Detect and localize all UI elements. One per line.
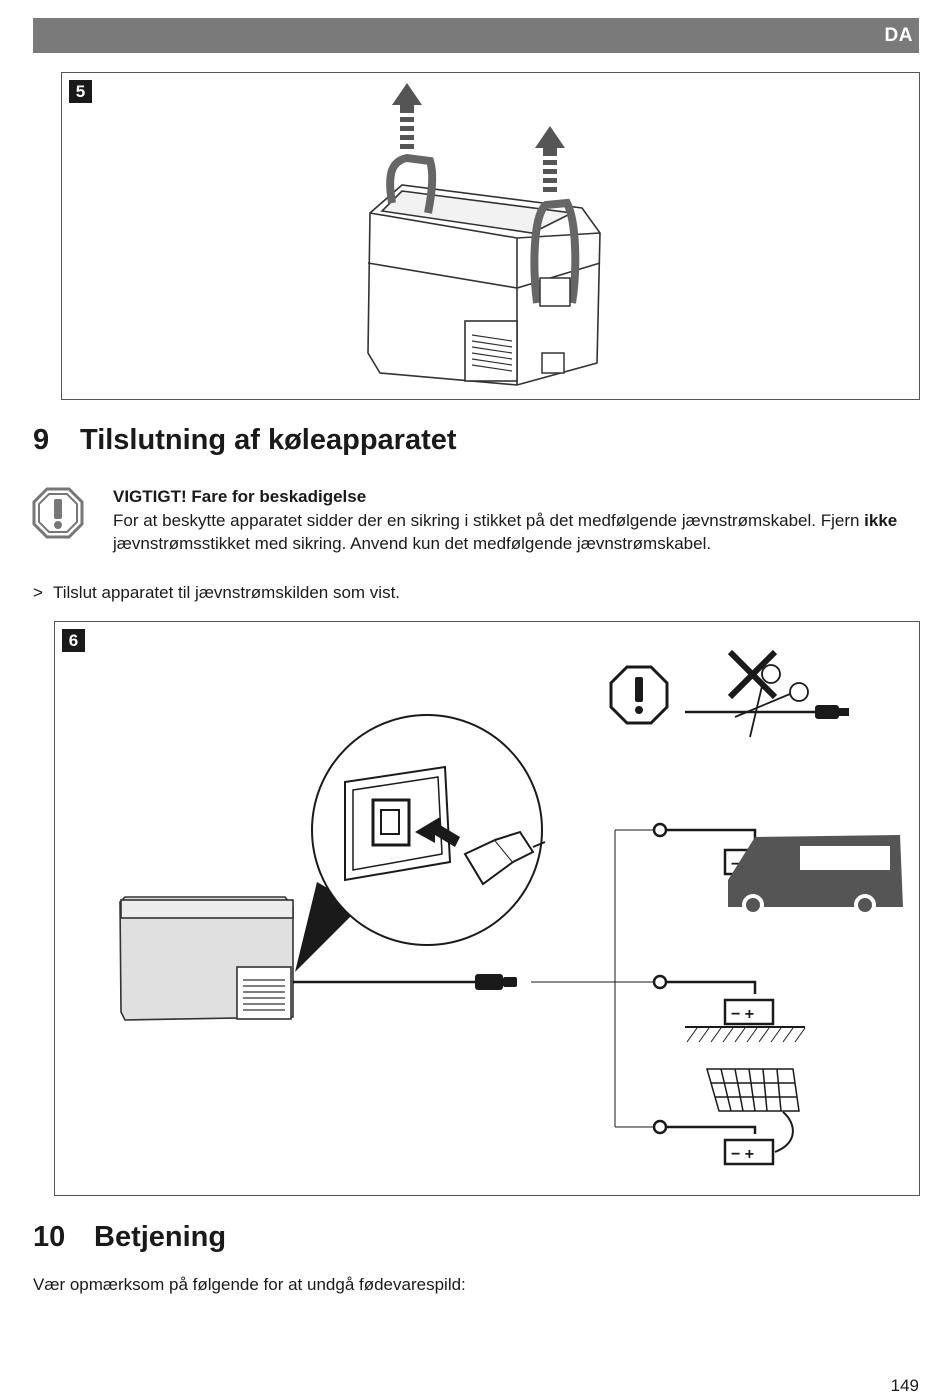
section-title: Tilslutning af køleapparatet bbox=[80, 424, 457, 456]
figure-number: 5 bbox=[69, 80, 92, 103]
section-number: 9 bbox=[33, 424, 50, 456]
cross-icon bbox=[727, 649, 778, 700]
socket-detail bbox=[344, 765, 452, 882]
stop-warning-icon bbox=[609, 665, 669, 725]
insert-arrow bbox=[415, 817, 460, 847]
section-9-heading: 9 Tilslutning af køleapparatet bbox=[33, 424, 457, 457]
arrow-up-icon bbox=[535, 126, 565, 192]
figure-6: 6 bbox=[54, 621, 920, 1196]
battery-icon: − + bbox=[723, 1138, 775, 1166]
warning-title: VIGTIGT! Fare for beskadigelse bbox=[113, 487, 367, 506]
warning-text-bold: ikke bbox=[864, 511, 898, 530]
dc-connection-diagram: − + − + − + bbox=[119, 649, 903, 1166]
cooler-lift-illustration bbox=[367, 83, 601, 386]
plug-icon bbox=[475, 974, 503, 990]
body-paragraph: Vær opmærksom på følgende for at undgå f… bbox=[33, 1275, 466, 1294]
handle-left bbox=[386, 153, 437, 214]
language-tag: DA bbox=[884, 25, 913, 46]
battery-icon: − + bbox=[723, 998, 775, 1026]
dc-socket bbox=[541, 352, 565, 374]
step-text: Tilslut apparatet til jævnstrømskilden s… bbox=[53, 583, 401, 602]
cooler-vent bbox=[471, 334, 513, 372]
figure-number: 6 bbox=[62, 629, 85, 652]
warning-text-part: jævnstrømsstikket med sikring. Anvend ku… bbox=[113, 534, 712, 553]
solar-panel-icon bbox=[706, 1068, 800, 1112]
arrow-up-icon bbox=[392, 83, 422, 149]
section-title: Betjening bbox=[94, 1221, 227, 1253]
svg-text:− +: − + bbox=[731, 1006, 754, 1023]
ground-icon bbox=[685, 1026, 806, 1043]
source-bus bbox=[614, 829, 653, 1128]
scissors-icon bbox=[734, 664, 809, 738]
section-number: 10 bbox=[33, 1221, 66, 1253]
figure-5: 5 bbox=[61, 72, 920, 400]
page-number: 149 bbox=[890, 1376, 919, 1395]
van-icon bbox=[728, 835, 903, 916]
warning-triangle-icon bbox=[32, 487, 84, 539]
step-marker: > bbox=[33, 583, 43, 602]
cooler-box bbox=[119, 896, 294, 1021]
plug-icon bbox=[815, 705, 839, 719]
handle-right bbox=[530, 198, 580, 304]
cooler-vent bbox=[243, 979, 285, 1011]
warning-text: For at beskytte apparatet sidder der en … bbox=[113, 509, 913, 555]
dc-plug-detail bbox=[463, 830, 535, 886]
header-bar: DA bbox=[33, 18, 919, 53]
warning-text-part: For at beskytte apparatet sidder der en … bbox=[113, 511, 865, 530]
svg-text:− +: − + bbox=[731, 1146, 754, 1163]
section-10-heading: 10 Betjening bbox=[33, 1221, 226, 1254]
instruction-step: > Tilslut apparatet til jævnstrømskilden … bbox=[33, 583, 400, 603]
